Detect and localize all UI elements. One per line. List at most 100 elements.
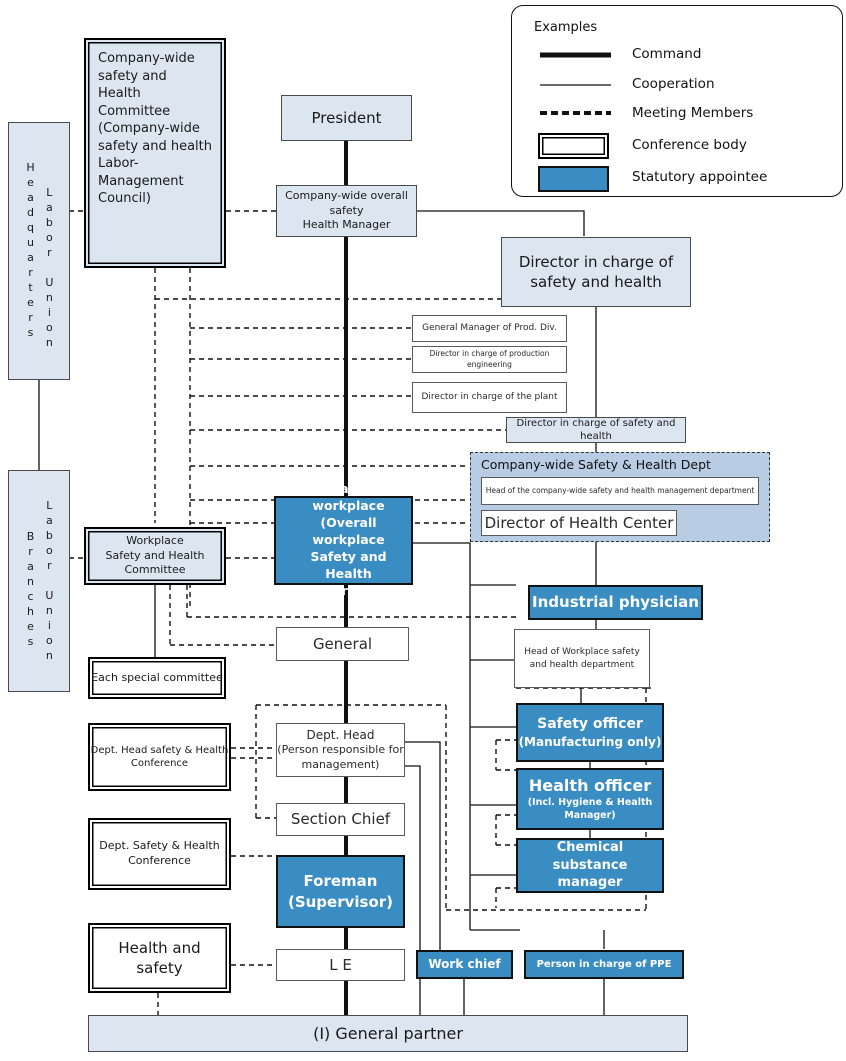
headquarters-label: Headquarters — [24, 161, 37, 341]
line: Company-wide — [98, 51, 195, 66]
general-label: General — [312, 634, 373, 653]
company-committee-lines: Company-wide safety and Health Committee… — [98, 50, 212, 208]
line: and health department — [529, 659, 635, 670]
line: Committee — [98, 103, 171, 119]
line: Conference — [130, 758, 189, 769]
dept-panel-title: Company-wide Safety & Health Dept — [481, 457, 711, 472]
legend-label-cooperation: Cooperation — [632, 76, 715, 92]
industrial-physician-label: Industrial physician — [532, 593, 699, 612]
dept-head-label: Head of the company-wide safety and heal… — [485, 485, 755, 495]
line: safety and — [98, 68, 167, 84]
industrial-physician-box[interactable]: Industrial physician — [528, 585, 703, 620]
director-safety-health-small-label: Director in charge of safety and health — [516, 417, 676, 443]
gm-prod-div-label: General Manager of Prod. Div. — [422, 323, 557, 334]
line: Health and — [118, 938, 201, 957]
legend-symbol-cooperation — [540, 84, 611, 86]
line: Workplace — [126, 533, 184, 547]
general-partner-box[interactable]: (I) General partner — [88, 1015, 688, 1052]
line: Council) — [98, 191, 151, 207]
headquarters-union-label: Labor Union — [42, 185, 56, 351]
line: Dept. Head — [306, 728, 375, 743]
section-chief-box[interactable]: Section Chief — [276, 803, 405, 836]
line: safety and health — [98, 138, 212, 154]
line: (Company-wide — [98, 121, 200, 137]
line: Conference — [128, 854, 191, 867]
line: Health officer — [528, 776, 652, 796]
line: Dept. Safety & Health — [99, 839, 220, 853]
company-wide-safety-health-dept-panel: Company-wide Safety & Health Dept Head o… — [470, 452, 770, 542]
legend-panel: Examples Command Cooperation Meeting Mem… — [511, 5, 843, 197]
head-of-companywide-safety-health-dept-box[interactable]: Head of the company-wide safety and heal… — [481, 477, 759, 505]
branches-label: Branches — [24, 530, 37, 650]
director-in-charge-of-safety-and-health-box[interactable]: Director in charge of safety and health — [501, 237, 691, 307]
le-label: L E — [329, 955, 352, 974]
line: Safety and Health — [310, 548, 387, 581]
company-wide-safety-health-committee[interactable]: Company-wide safety and Health Committee… — [84, 38, 226, 268]
legend-label-conference-body: Conference body — [632, 137, 747, 153]
line: (Manufacturing only) — [518, 734, 662, 749]
line: Chemical substance — [552, 840, 628, 873]
health-officer-box[interactable]: Health officer (Incl. Hygiene & Health M… — [516, 768, 664, 830]
president-label: President — [311, 108, 382, 127]
legend-label-statutory-appointee: Statutory appointee — [632, 169, 768, 185]
line: Head of Workplace safety — [524, 647, 640, 658]
safety-officer-box[interactable]: Safety officer (Manufacturing only) — [516, 703, 664, 762]
le-box[interactable]: L E — [276, 949, 405, 981]
legend-title: Examples — [534, 20, 598, 35]
line: Manager) — [564, 809, 616, 821]
line: Safety and Health — [105, 548, 205, 562]
line: Director in charge of — [518, 252, 674, 271]
president-box[interactable]: President — [281, 95, 412, 141]
legend-symbol-meeting — [540, 111, 611, 115]
line: manager — [557, 875, 623, 891]
line: (Supervisor) — [287, 892, 394, 911]
work-chief-label: Work chief — [428, 957, 501, 972]
line: Health — [98, 86, 141, 102]
line: Foreman — [303, 872, 378, 891]
head-of-workplace-safety-health-dept-box[interactable]: Head of Workplace safety and health depa… — [514, 629, 650, 688]
line: management) — [301, 758, 380, 772]
health-center-director-label: Director of Health Center — [484, 513, 674, 532]
headquarters-labor-union-box[interactable]: Headquarters Labor Union — [8, 122, 70, 380]
line: (Person responsible for — [277, 743, 404, 757]
legend-symbol-statutory-appointee — [538, 166, 609, 192]
director-plant-label: Director in charge of the plant — [421, 392, 558, 403]
section-chief-label: Section Chief — [290, 810, 391, 829]
line: Company-wide overall — [285, 188, 408, 202]
line: Manager) — [286, 582, 354, 598]
line: Safety officer — [537, 715, 643, 732]
line: (Overall workplace — [312, 515, 385, 548]
general-partner-label: (I) General partner — [313, 1023, 463, 1043]
line: (Incl. Hygiene & Health — [527, 796, 653, 808]
director-of-health-center-box[interactable]: Director of Health Center — [481, 510, 677, 536]
health-and-safety-box[interactable]: Health and safety — [88, 923, 231, 993]
dept-head-safety-health-conference-box[interactable]: Dept. Head safety & Health Conference — [88, 723, 231, 791]
person-in-charge-of-ppe-box[interactable]: Person in charge of PPE — [524, 950, 684, 979]
line: safety — [136, 959, 183, 977]
dept-head-box[interactable]: Dept. Head (Person responsible for manag… — [276, 723, 405, 777]
companywide-overall-safety-health-manager-box[interactable]: Company-wide overall safety Health Manag… — [276, 185, 417, 237]
line: safety — [329, 203, 364, 217]
line: Health Manager — [302, 218, 391, 232]
director-of-the-plant-box[interactable]: Director in charge of the plant — [412, 382, 567, 413]
branches-labor-union-box[interactable]: Branches Labor Union — [8, 470, 70, 692]
work-chief-box[interactable]: Work chief — [416, 950, 513, 979]
legend-label-command: Command — [632, 46, 702, 62]
workplace-safety-health-committee-box[interactable]: Workplace Safety and Health Committee — [84, 527, 226, 585]
foreman-box[interactable]: Foreman (Supervisor) — [276, 855, 405, 928]
dept-safety-health-conference-box[interactable]: Dept. Safety & Health Conference — [88, 818, 231, 890]
line: Labor- — [98, 156, 139, 172]
general-manager-prod-div-box[interactable]: General Manager of Prod. Div. — [412, 315, 567, 342]
director-production-engineering-box[interactable]: Director in charge of production enginee… — [412, 346, 567, 373]
head-of-workplace-box[interactable]: Head of workplace (Overall workplace Saf… — [274, 481, 413, 598]
line: Head of workplace — [312, 481, 385, 514]
general-box[interactable]: General — [276, 627, 409, 661]
chemical-substance-manager-box[interactable]: Chemical substance manager — [516, 838, 664, 893]
each-special-committee-label: Each special committee — [91, 670, 223, 684]
ppe-person-label: Person in charge of PPE — [536, 958, 672, 970]
legend-label-meeting-members: Meeting Members — [632, 105, 754, 121]
each-special-committee-box[interactable]: Each special committee — [88, 657, 226, 699]
line: Management — [98, 173, 184, 189]
director-safety-health-small-box[interactable]: Director in charge of safety and health — [506, 417, 686, 443]
